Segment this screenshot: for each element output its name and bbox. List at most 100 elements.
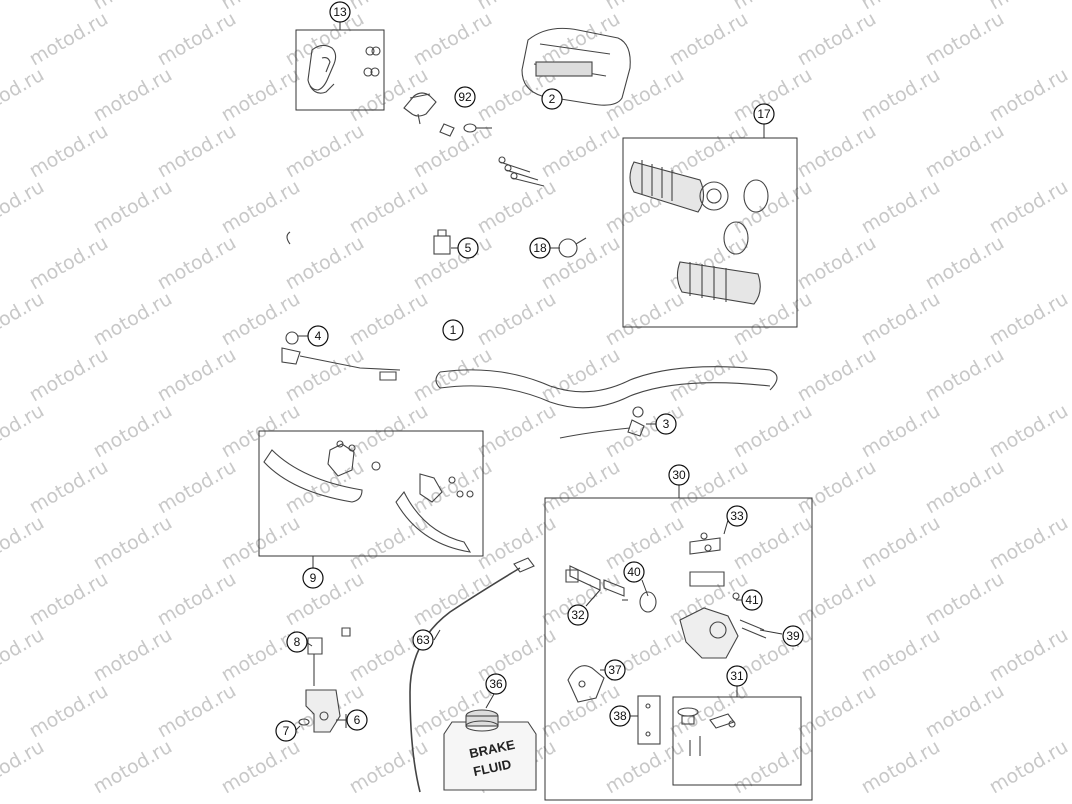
- callout-92: 92: [454, 86, 476, 108]
- watermark-text: motod.ru: [922, 120, 1008, 183]
- watermark-text: motod.ru: [90, 176, 176, 239]
- watermark-text: motod.ru: [794, 344, 880, 407]
- watermark-text: motod.ru: [986, 624, 1072, 687]
- watermark-text: motod.ru: [90, 64, 176, 127]
- callout-6: 6: [346, 709, 368, 731]
- callout-33: 33: [726, 505, 748, 527]
- callout-5: 5: [457, 237, 479, 259]
- watermark-text: motod.ru: [154, 456, 240, 519]
- watermark-text: motod.ru: [26, 8, 112, 71]
- watermark-text: motod.ru: [410, 232, 496, 295]
- callout-number: 3: [663, 417, 670, 431]
- callout-4: 4: [307, 325, 329, 347]
- part-37-lever-bracket: [567, 665, 605, 703]
- part-4-clamp: [281, 331, 301, 365]
- callout-number: 32: [571, 608, 585, 622]
- watermark-text: motod.ru: [0, 512, 48, 575]
- callout-number: 2: [549, 92, 556, 106]
- part-5-switch: [433, 229, 451, 255]
- callout-number: 5: [465, 241, 472, 255]
- part-illustrations: [263, 27, 778, 793]
- watermark-text: motod.ru: [986, 288, 1072, 351]
- watermark-text: motod.ru: [794, 8, 880, 71]
- callout-3: 3: [655, 413, 677, 435]
- callout-number: 30: [672, 468, 686, 482]
- callout-1: 1: [442, 319, 464, 341]
- part-13-clamp: [307, 44, 381, 94]
- watermark-text: motod.ru: [538, 456, 624, 519]
- watermark-text: motod.ru: [410, 568, 496, 631]
- watermark-text: motod.ru: [474, 176, 560, 239]
- watermark-text: motod.ru: [474, 400, 560, 463]
- watermark-text: motod.ru: [858, 64, 944, 127]
- callout-circle: [457, 237, 479, 259]
- callout-number: 13: [333, 5, 347, 19]
- watermark-text: motod.ru: [282, 232, 368, 295]
- watermark-text: motod.ru: [26, 344, 112, 407]
- part-1-handlebar: [299, 355, 778, 409]
- watermark-text: motod.ru: [154, 232, 240, 295]
- callout-number: 40: [627, 565, 641, 579]
- watermark-text: motod.ru: [858, 176, 944, 239]
- watermark-text: motod.ru: [282, 456, 368, 519]
- callout-32: 32: [567, 604, 589, 626]
- watermark-text: motod.ru: [666, 344, 752, 407]
- watermark-text: motod.ru: [346, 176, 432, 239]
- callout-number: 9: [310, 571, 317, 585]
- watermark-text: motod.ru: [794, 680, 880, 743]
- callout-circle: [329, 1, 351, 23]
- watermark-text: motod.ru: [602, 736, 688, 799]
- watermark-text: motod.ru: [602, 288, 688, 351]
- watermark-text: motod.ru: [282, 8, 368, 71]
- watermark-text: motod.ru: [218, 64, 304, 127]
- watermark-text: motod.ru: [282, 344, 368, 407]
- callout-number: 38: [613, 709, 627, 723]
- part-31-reservoir: [677, 707, 736, 756]
- watermark-text: motod.ru: [794, 568, 880, 631]
- watermark-text: motod.ru: [922, 344, 1008, 407]
- callout-number: 92: [458, 90, 472, 104]
- watermark-text: motod.ru: [538, 8, 624, 71]
- callout-circle: [623, 561, 645, 583]
- callout-circle: [668, 464, 690, 486]
- callout-circle: [485, 673, 507, 695]
- part-9-hand-guards: [263, 440, 474, 553]
- watermark-text: motod.ru: [986, 736, 1072, 799]
- watermark-text: motod.ru: [154, 680, 240, 743]
- part-bolts-upper: [286, 156, 545, 245]
- watermark-text: motod.ru: [26, 232, 112, 295]
- watermark-text: motod.ru: [0, 176, 48, 239]
- leader-36: [485, 693, 495, 709]
- part-7-washer: [298, 718, 310, 726]
- callout-circle: [412, 629, 434, 651]
- callout-circle: [753, 103, 775, 125]
- watermark-text: motod.ru: [474, 512, 560, 575]
- part-92-connector: [403, 92, 492, 137]
- watermark-text: motod.ru: [474, 288, 560, 351]
- watermark-text: motod.ru: [730, 736, 816, 799]
- watermark-text: motod.ru: [90, 512, 176, 575]
- callout-circle: [655, 413, 677, 435]
- watermark-text: motod.ru: [0, 624, 48, 687]
- watermark-text: motod.ru: [218, 176, 304, 239]
- watermark-text: motod.ru: [922, 232, 1008, 295]
- callout-number: 17: [757, 107, 771, 121]
- watermark-text: motod.ru: [986, 176, 1072, 239]
- watermark-text: motod.ru: [602, 64, 688, 127]
- part-6-bracket: [305, 689, 347, 733]
- callout-circle: [275, 720, 297, 742]
- group-box-17: [622, 137, 798, 328]
- watermark-text: motod.ru: [986, 512, 1072, 575]
- watermark-text: motod.ru: [858, 400, 944, 463]
- watermark-text: motod.ru: [794, 456, 880, 519]
- watermark-text: motod.ru: [0, 0, 48, 14]
- callout-circle: [442, 319, 464, 341]
- callout-8: 8: [286, 631, 308, 653]
- watermark-text: motod.ru: [602, 400, 688, 463]
- callout-13: 13: [329, 1, 351, 23]
- leader-32: [585, 589, 601, 607]
- callout-number: 1: [450, 323, 457, 337]
- watermark-text: motod.ru: [0, 736, 48, 799]
- callout-number: 33: [730, 509, 744, 523]
- callout-63: 63: [412, 629, 434, 651]
